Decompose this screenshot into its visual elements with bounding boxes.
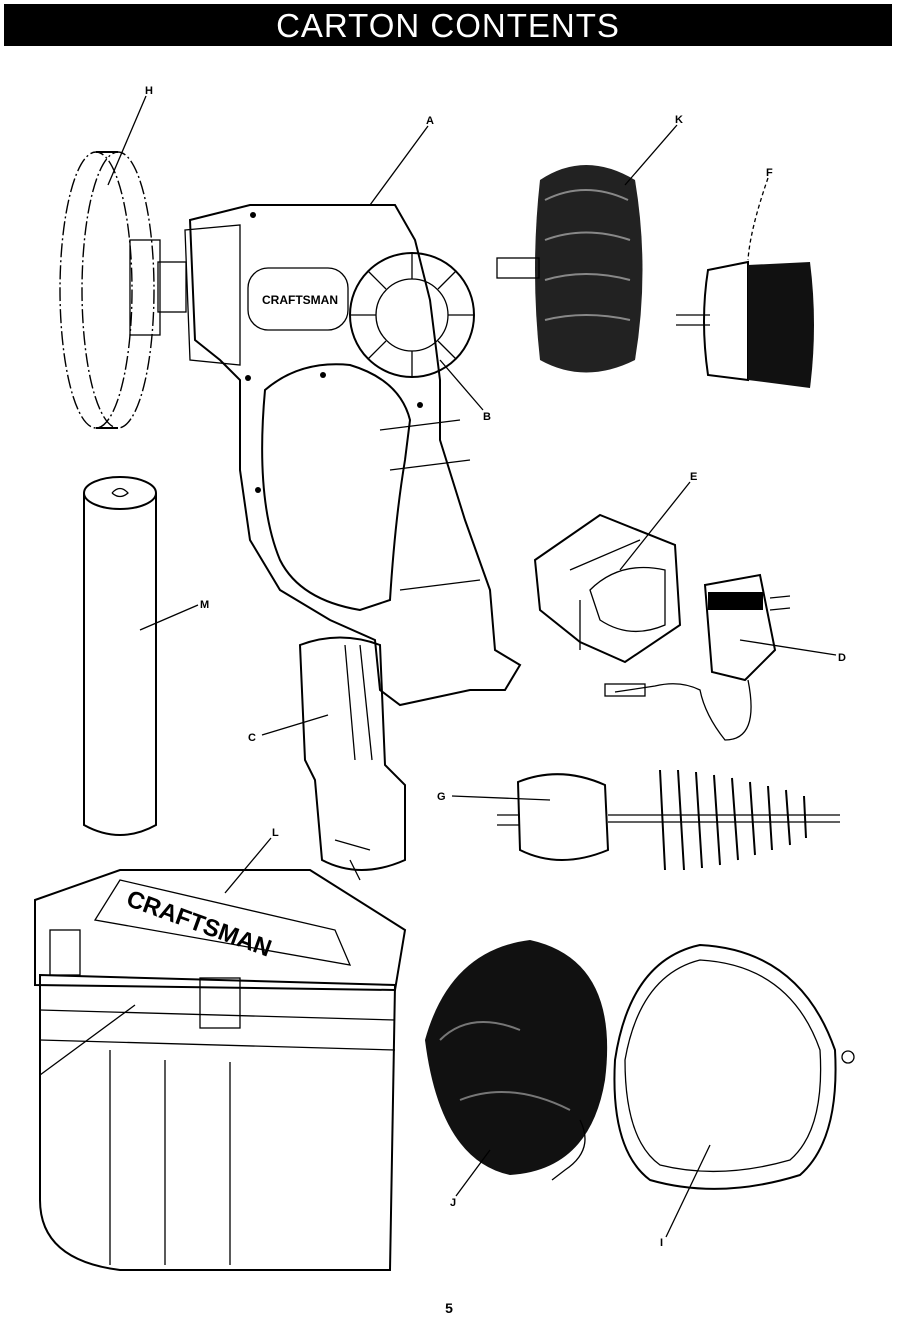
label-b: B (483, 411, 491, 423)
label-g: G (437, 791, 446, 803)
callout-labels: H A K F B E D M C G L J I (145, 85, 846, 1249)
title-bar: CARTON CONTENTS (4, 4, 892, 46)
leader-lines (39, 95, 837, 1238)
part-e-charger (533, 513, 682, 664)
label-l: L (272, 827, 279, 839)
part-j-bonnet (425, 940, 608, 1181)
part-a-tool-body: CRAFTSMAN (184, 204, 522, 707)
part-f-cup-brush (676, 260, 814, 388)
label-h: H (145, 85, 153, 97)
part-k-wool-bonnet (496, 165, 643, 373)
label-k: K (675, 114, 683, 126)
label-c: C (248, 732, 256, 744)
case-logo-text: CRAFTSMAN (123, 885, 275, 962)
part-g-spoke-brush (497, 769, 840, 871)
page-title: CARTON CONTENTS (276, 6, 620, 44)
label-j: J (450, 1197, 456, 1209)
label-f: F (766, 167, 773, 179)
label-a: A (426, 115, 434, 127)
part-i-drawstring-bonnet (613, 943, 855, 1190)
part-h-pad-wheel (59, 151, 187, 429)
label-i: I (660, 1237, 663, 1249)
label-m: M (200, 599, 209, 611)
part-m-rolled-cloth (83, 476, 157, 836)
part-c-battery (298, 636, 406, 881)
label-d: D (838, 652, 846, 664)
tool-logo-text: CRAFTSMAN (262, 293, 338, 307)
part-l-storage-case: CRAFTSMAN (34, 869, 407, 1271)
page-number: 5 (445, 1300, 453, 1316)
part-d-adapter (604, 573, 791, 741)
label-e: E (690, 471, 697, 483)
